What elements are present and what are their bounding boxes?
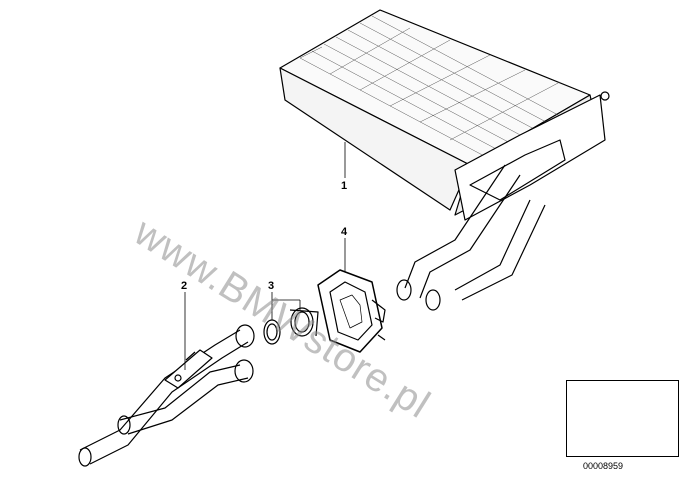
callout-3[interactable]: 3	[268, 280, 275, 292]
callout-2[interactable]: 2	[181, 280, 188, 292]
callout-1[interactable]: 1	[341, 180, 348, 192]
hose-clamp	[263, 307, 319, 345]
leader-lines	[184, 142, 346, 370]
vehicle-location-inset	[566, 380, 679, 457]
water-pipe	[78, 324, 255, 467]
heater-pipe	[396, 164, 546, 311]
diagram-code: 00008959	[583, 461, 624, 471]
gasket	[317, 269, 386, 353]
callout-4[interactable]: 4	[341, 226, 348, 238]
heater-core	[279, 9, 610, 221]
